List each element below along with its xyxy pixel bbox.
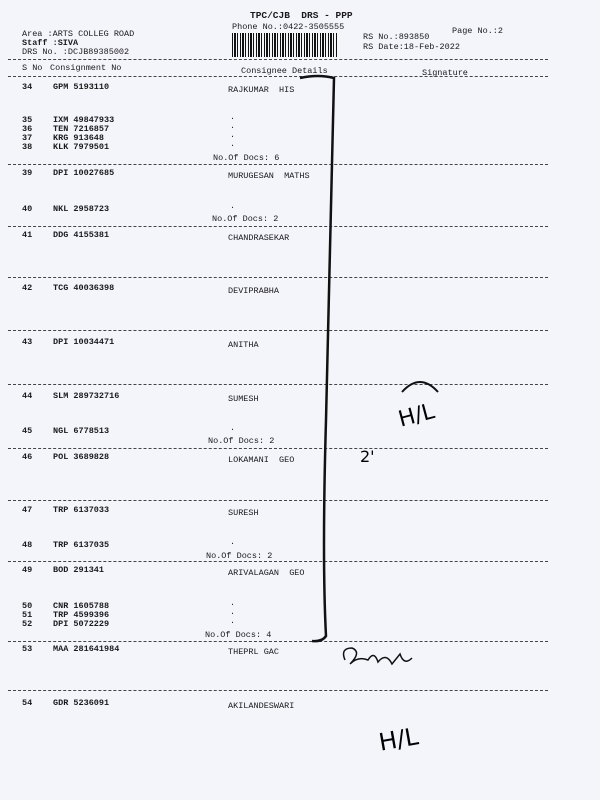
serial-number: 48 bbox=[22, 540, 33, 550]
signature bbox=[342, 647, 413, 666]
divider bbox=[8, 330, 548, 331]
docs-count: No.Of Docs: 2 bbox=[208, 436, 275, 446]
serial-number: 44 bbox=[22, 391, 33, 401]
divider bbox=[8, 76, 548, 77]
docs-count: No.Of Docs: 6 bbox=[213, 153, 280, 163]
continuation-dot: . bbox=[230, 607, 236, 617]
hl-mark-1: H/L bbox=[396, 399, 438, 433]
continuation-dot: . bbox=[230, 598, 236, 608]
consignment-number: NGL 6778513 bbox=[53, 426, 110, 436]
staff: Staff :SIVA bbox=[22, 38, 79, 48]
drs-number: DRS No. :DCJB89385002 bbox=[22, 47, 130, 57]
consignment-number: GDR 5236091 bbox=[53, 698, 110, 708]
continuation-dot: . bbox=[230, 537, 236, 547]
consignment-number: IXM 49847933 bbox=[53, 115, 115, 125]
consignment-number: POL 3689828 bbox=[53, 452, 110, 462]
docs-count: No.Of Docs: 2 bbox=[212, 214, 279, 224]
consignee-name: ANITHA bbox=[228, 340, 259, 350]
serial-number: 38 bbox=[22, 142, 33, 152]
consignee-name: LOKAMANI GEO bbox=[228, 455, 295, 465]
consignee-name: THEPRL GAC bbox=[228, 647, 280, 657]
consignment-number: TEN 7216857 bbox=[53, 124, 110, 134]
consignment-number: MAA 281641984 bbox=[53, 644, 120, 654]
consignment-number: TCG 40036398 bbox=[53, 283, 115, 293]
consignment-number: DPI 10027685 bbox=[53, 168, 115, 178]
continuation-dot: . bbox=[230, 616, 236, 626]
serial-number: 34 bbox=[22, 82, 33, 92]
consignee-name: MURUGESAN MATHS bbox=[228, 171, 310, 181]
divider bbox=[8, 164, 548, 165]
consignment-number: TRP 6137035 bbox=[53, 540, 110, 550]
consignment-number: SLM 289732716 bbox=[53, 391, 120, 401]
divider bbox=[8, 448, 548, 449]
continuation-dot: . bbox=[230, 121, 236, 131]
consignment-number: DPI 10034471 bbox=[53, 337, 115, 347]
continuation-dot: . bbox=[230, 112, 236, 122]
serial-number: 45 bbox=[22, 426, 33, 436]
consignee-name: SUMESH bbox=[228, 394, 259, 404]
serial-number: 49 bbox=[22, 565, 33, 575]
serial-number: 53 bbox=[22, 644, 33, 654]
consignment-number: TRP 6137033 bbox=[53, 505, 110, 515]
consignment-number: DPI 5072229 bbox=[53, 619, 110, 629]
document-title: TPC/CJB DRS - PPP bbox=[250, 10, 353, 21]
consignee-name: CHANDRASEKAR bbox=[228, 233, 290, 243]
divider bbox=[8, 59, 548, 60]
consignee-name: DEVIPRABHA bbox=[228, 286, 280, 296]
rs-number: RS No.:893850 bbox=[363, 32, 430, 42]
serial-number: 40 bbox=[22, 204, 33, 214]
divider bbox=[8, 561, 548, 562]
serial-number: 42 bbox=[22, 283, 33, 293]
bracket-mark bbox=[299, 74, 336, 643]
divider bbox=[8, 226, 548, 227]
barcode bbox=[232, 33, 337, 57]
serial-number: 54 bbox=[22, 698, 33, 708]
consignment-number: BOD 291341 bbox=[53, 565, 105, 575]
continuation-dot: . bbox=[230, 139, 236, 149]
continuation-dot: . bbox=[230, 423, 236, 433]
divider bbox=[8, 690, 548, 691]
phone-number: Phone No.:0422-3505555 bbox=[232, 22, 345, 32]
continuation-dot: . bbox=[230, 201, 236, 211]
two-mark: 2' bbox=[360, 447, 375, 466]
area: Area :ARTS COLLEG ROAD bbox=[22, 29, 135, 39]
consignment-number: KRG 913648 bbox=[53, 133, 105, 143]
consignment-number: GPM 5193110 bbox=[53, 82, 110, 92]
consignee-name: ARIVALAGAN GEO bbox=[228, 568, 305, 578]
serial-number: 46 bbox=[22, 452, 33, 462]
serial-number: 50 bbox=[22, 601, 33, 611]
continuation-dot: . bbox=[230, 130, 236, 140]
circle-mark bbox=[401, 381, 439, 393]
serial-number: 52 bbox=[22, 619, 33, 629]
docs-count: No.Of Docs: 2 bbox=[206, 551, 273, 561]
divider bbox=[8, 641, 548, 642]
docs-count: No.Of Docs: 4 bbox=[205, 630, 272, 640]
serial-number: 47 bbox=[22, 505, 33, 515]
consignment-number: DDG 4155381 bbox=[53, 230, 110, 240]
consignment-number: NKL 2958723 bbox=[53, 204, 110, 214]
serial-number: 35 bbox=[22, 115, 33, 125]
serial-number: 36 bbox=[22, 124, 33, 134]
serial-number: 41 bbox=[22, 230, 33, 240]
serial-number: 37 bbox=[22, 133, 33, 143]
divider bbox=[8, 384, 548, 385]
serial-number: 51 bbox=[22, 610, 33, 620]
serial-number: 43 bbox=[22, 337, 33, 347]
column-consignee: Consignee Details bbox=[241, 66, 328, 76]
rs-date: RS Date:18-Feb-2022 bbox=[363, 42, 460, 52]
consignment-number: CNR 1605788 bbox=[53, 601, 110, 611]
divider bbox=[8, 500, 548, 501]
consignment-number: TRP 4599396 bbox=[53, 610, 110, 620]
column-sno: S No bbox=[22, 63, 43, 73]
page-number: Page No.:2 bbox=[452, 26, 504, 36]
consignee-name: SURESH bbox=[228, 508, 259, 518]
consignment-number: KLK 7979501 bbox=[53, 142, 110, 152]
consignee-name: RAJKUMAR HIS bbox=[228, 85, 295, 95]
divider bbox=[8, 277, 548, 278]
column-consignment: Consignment No bbox=[50, 63, 122, 73]
hl-mark-2: H/L bbox=[377, 722, 421, 757]
consignee-name: AKILANDESWARI bbox=[228, 701, 295, 711]
column-signature: Signature bbox=[422, 68, 468, 78]
serial-number: 39 bbox=[22, 168, 33, 178]
